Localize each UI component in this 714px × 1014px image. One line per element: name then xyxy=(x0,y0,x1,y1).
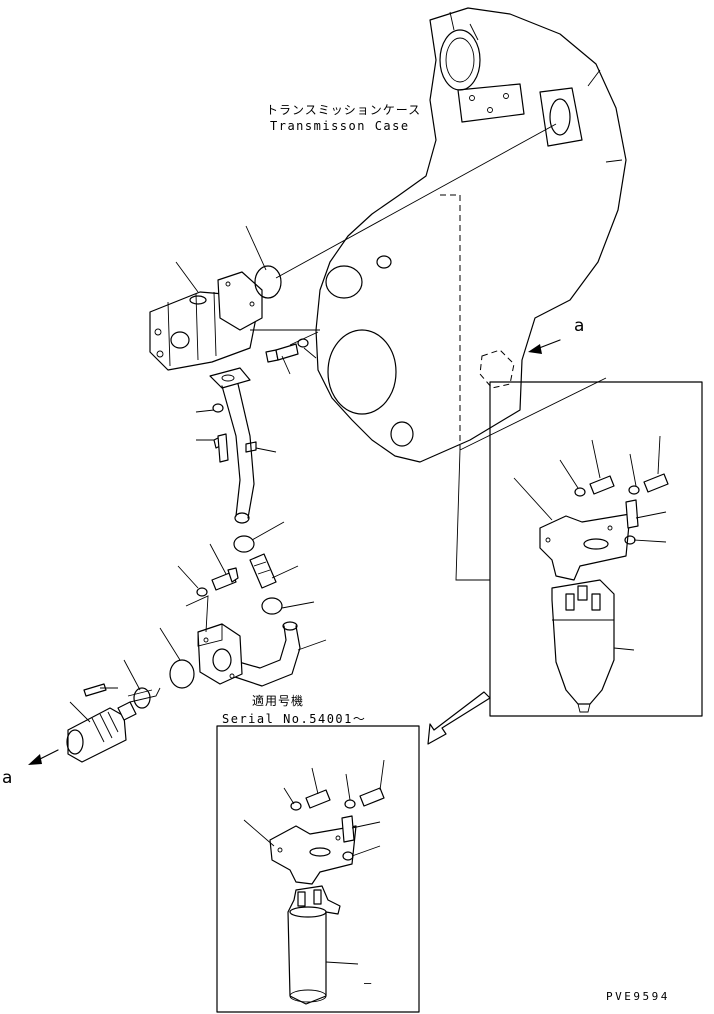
lower-bolt-2 xyxy=(359,787,385,807)
pump-bolt-guide xyxy=(250,329,320,346)
arrow-a-right xyxy=(528,339,561,354)
axis-line xyxy=(275,123,557,279)
upper-bolt-3 xyxy=(625,499,639,529)
lower-bracket xyxy=(269,825,357,885)
upper-filter-cartridge xyxy=(551,579,615,713)
dash-mark: – xyxy=(364,976,373,990)
pump-bolt xyxy=(265,343,299,363)
tube-bolt xyxy=(213,433,229,463)
lower-bolt-3 xyxy=(341,815,355,843)
lower-washer-2 xyxy=(344,799,356,809)
elbow-pipe xyxy=(231,625,301,687)
upper-washer-1 xyxy=(574,487,586,497)
serial-label-en: Serial No.54001～ xyxy=(222,712,367,726)
upper-bracket xyxy=(539,513,631,581)
marker-a-left: a xyxy=(2,768,13,788)
marker-a-right: a xyxy=(574,316,585,336)
rubber-hose xyxy=(249,553,277,589)
key-pin xyxy=(83,683,107,697)
filter-detail-box-upper xyxy=(489,381,703,717)
hose-washer xyxy=(196,587,208,597)
detail-pointer-upper xyxy=(455,377,607,581)
filter-detail-box-lower xyxy=(216,725,420,1013)
hose-clamp-lower xyxy=(261,597,283,615)
strainer-case xyxy=(197,623,243,685)
serial-label-jp: 適用号機 xyxy=(252,694,305,708)
strainer-o-ring-large xyxy=(169,659,195,689)
lower-bolt-1 xyxy=(305,789,331,809)
suction-tube xyxy=(209,367,257,524)
pump-o-ring xyxy=(254,265,282,299)
leader-lines xyxy=(69,225,667,965)
hose-clamp-upper xyxy=(233,535,255,553)
transition-arrow xyxy=(427,691,491,745)
upper-bolt-2 xyxy=(643,473,669,493)
lower-filter-cartridge xyxy=(287,885,341,1005)
upper-washer-2 xyxy=(628,485,640,495)
tube-washer xyxy=(212,403,224,413)
upper-bolt-1 xyxy=(589,475,615,495)
transmission-case xyxy=(315,7,627,463)
strainer-element xyxy=(66,701,137,763)
lower-washer-1 xyxy=(290,801,302,811)
spring-clip xyxy=(127,687,161,703)
strainer-o-ring-small xyxy=(133,687,151,709)
drawing-code: PVE9594 xyxy=(606,990,670,1003)
case-label-jp: トランスミッションケース xyxy=(266,103,422,117)
hose-bolt xyxy=(211,567,239,591)
pump-assembly xyxy=(149,271,263,371)
case-label-en: Transmisson Case xyxy=(270,119,410,133)
arrow-a-left xyxy=(28,749,59,765)
